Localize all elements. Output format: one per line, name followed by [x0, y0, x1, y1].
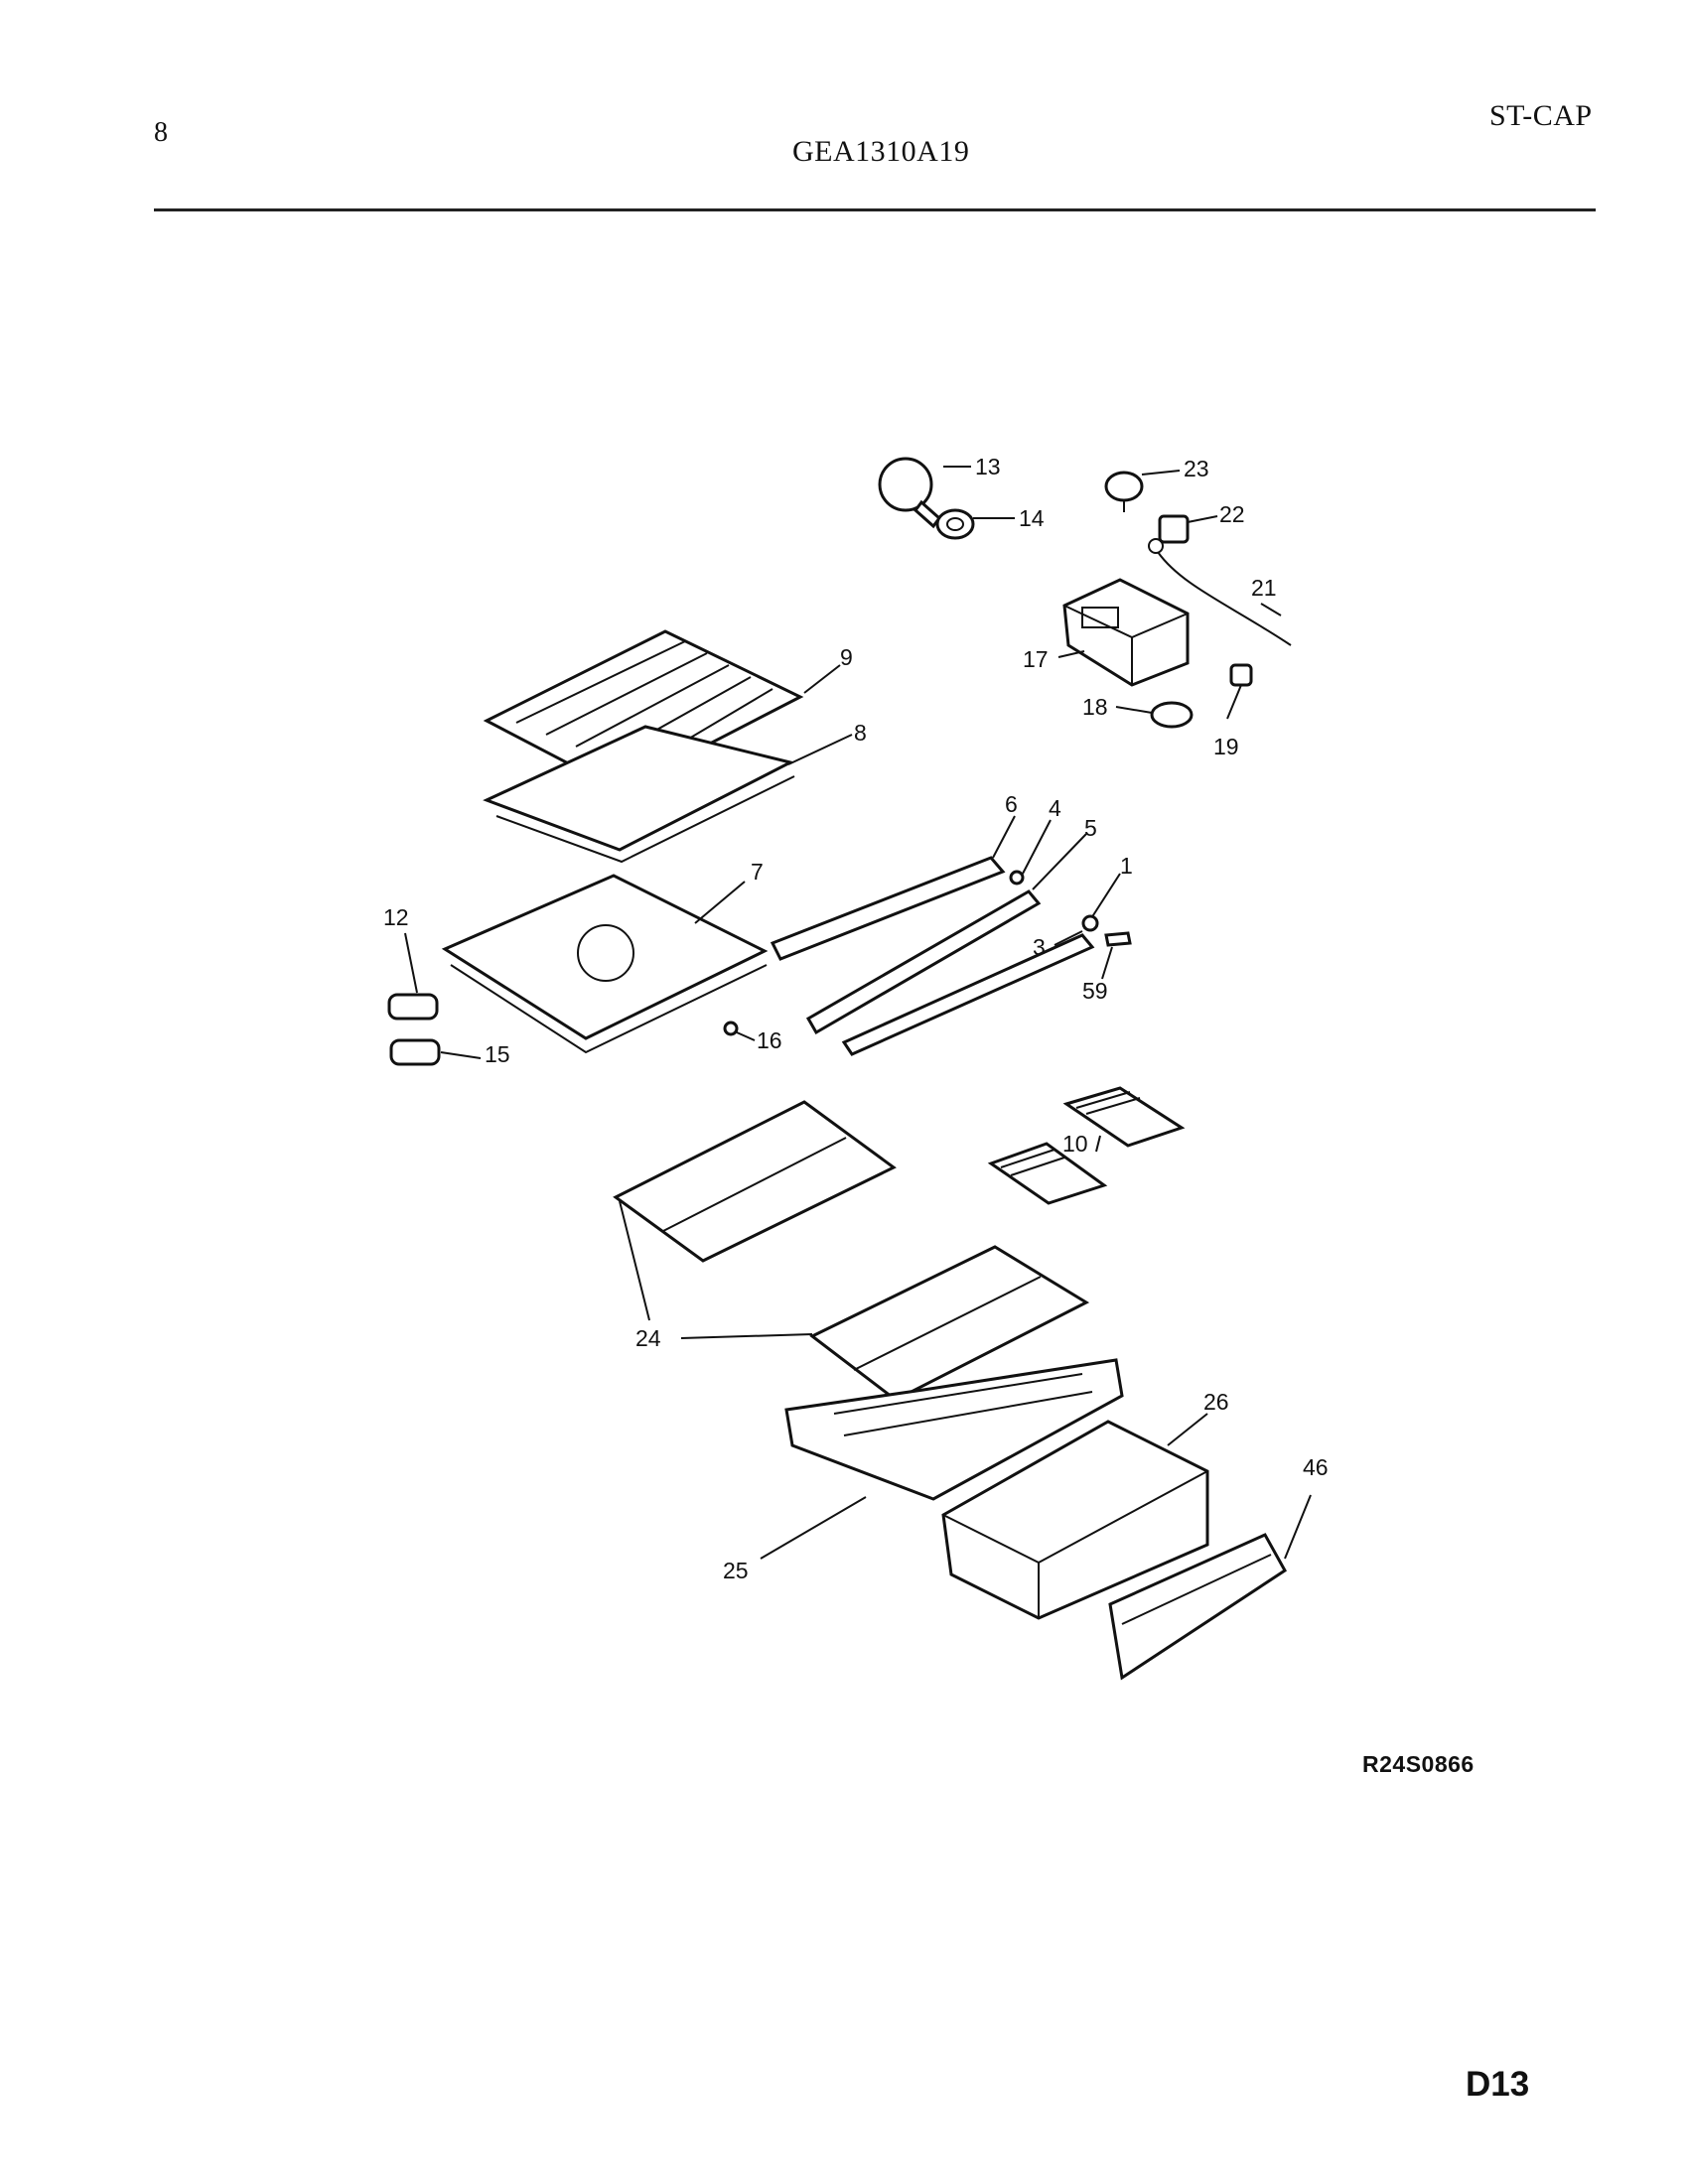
leader-line-10 — [1095, 1135, 1101, 1153]
callout-10: 10 — [1062, 1131, 1088, 1157]
slide-illustration — [841, 933, 1095, 1056]
leader-line-21 — [1187, 515, 1218, 523]
header-divider — [154, 208, 1596, 211]
leader-line-14 — [736, 1031, 756, 1041]
leader-line-18 — [1115, 706, 1153, 714]
callout-16: 14 — [1019, 505, 1045, 531]
section-code: ST-CAP — [1489, 99, 1593, 132]
callout-6: 6 — [1005, 791, 1018, 817]
drawer-front-illustration — [1108, 1533, 1287, 1681]
leader-line-22 — [1260, 603, 1282, 616]
callout-25: 25 — [723, 1558, 749, 1583]
bulb-socket-illustration — [935, 508, 975, 540]
callout-12: 12 — [383, 904, 409, 930]
cover-plate-illustration — [483, 725, 795, 864]
control-knob-illustration — [1104, 471, 1144, 512]
wire-harness-illustration — [1157, 551, 1292, 646]
callout-1: 1 — [1120, 853, 1133, 879]
leader-line-23 — [1141, 470, 1181, 476]
leader-line-3 — [1054, 930, 1083, 946]
shelf-rail-illustration — [770, 856, 1006, 961]
washer-illustration — [1009, 870, 1025, 886]
callout-7: 7 — [751, 859, 764, 885]
shelf-support-illustration — [805, 889, 1042, 1035]
glass-shelf-illustration — [613, 1100, 1090, 1402]
callout-24: 24 — [635, 1325, 661, 1351]
callout-8: 8 — [854, 720, 867, 746]
callout-23: 23 — [1184, 456, 1209, 481]
shelf-clip-illustration — [387, 993, 441, 1066]
leader-line-5 — [1032, 833, 1087, 890]
leader-line-46 — [1284, 1494, 1312, 1560]
small-shelf-illustration — [987, 1086, 1186, 1205]
light-bulb-illustration — [878, 457, 942, 529]
callout-13: 15 — [485, 1041, 510, 1067]
model-number: GEA1310A19 — [792, 135, 970, 168]
page-code: D13 — [1466, 2065, 1530, 2104]
screw-illustration — [723, 1021, 739, 1036]
leader-line-8 — [787, 734, 853, 765]
callout-4: 4 — [1049, 795, 1061, 821]
callout-46: 46 — [1303, 1454, 1329, 1480]
thermostat-illustration — [1148, 514, 1190, 554]
callout-14: 16 — [757, 1027, 782, 1053]
leader-line-24b — [680, 1333, 813, 1339]
leader-line-9 — [803, 664, 841, 694]
callout-15: 13 — [975, 454, 1001, 479]
page-number: 8 — [154, 117, 169, 148]
light-housing-illustration — [1062, 578, 1190, 687]
leader-line-12 — [404, 932, 418, 994]
callout-3: 3 — [1033, 934, 1046, 960]
leader-line-6 — [992, 815, 1016, 859]
leader-line-7 — [694, 881, 746, 924]
callout-19: 19 — [1213, 734, 1239, 759]
cap-illustration — [1150, 701, 1194, 729]
callout-26: 26 — [1203, 1389, 1229, 1415]
diagram-reference-code: R24S0866 — [1362, 1751, 1475, 1777]
nut-illustration — [1081, 914, 1099, 932]
crisper-drawer-illustration — [941, 1420, 1209, 1620]
callout-9: 9 — [840, 644, 853, 670]
callout-22: 21 — [1251, 575, 1277, 601]
callout-59: 59 — [1082, 978, 1108, 1004]
leader-line-17 — [1057, 650, 1085, 658]
bolt-illustration — [1104, 931, 1132, 947]
bracket-illustration — [1229, 663, 1253, 687]
leader-line-4 — [1022, 819, 1052, 875]
crisper-cover-illustration — [784, 1358, 1124, 1501]
freezer-shelf-illustration — [441, 874, 769, 1054]
leader-line-26 — [1167, 1413, 1208, 1446]
callout-21: 22 — [1219, 501, 1245, 527]
leader-line-24a — [619, 1200, 650, 1321]
callout-5: 5 — [1084, 815, 1097, 841]
leader-line-13 — [440, 1051, 482, 1059]
leader-line-59 — [1101, 946, 1113, 980]
callout-18: 18 — [1082, 694, 1108, 720]
callout-17: 17 — [1023, 646, 1049, 672]
leader-line-19 — [1226, 684, 1242, 720]
leader-line-25 — [760, 1496, 867, 1560]
